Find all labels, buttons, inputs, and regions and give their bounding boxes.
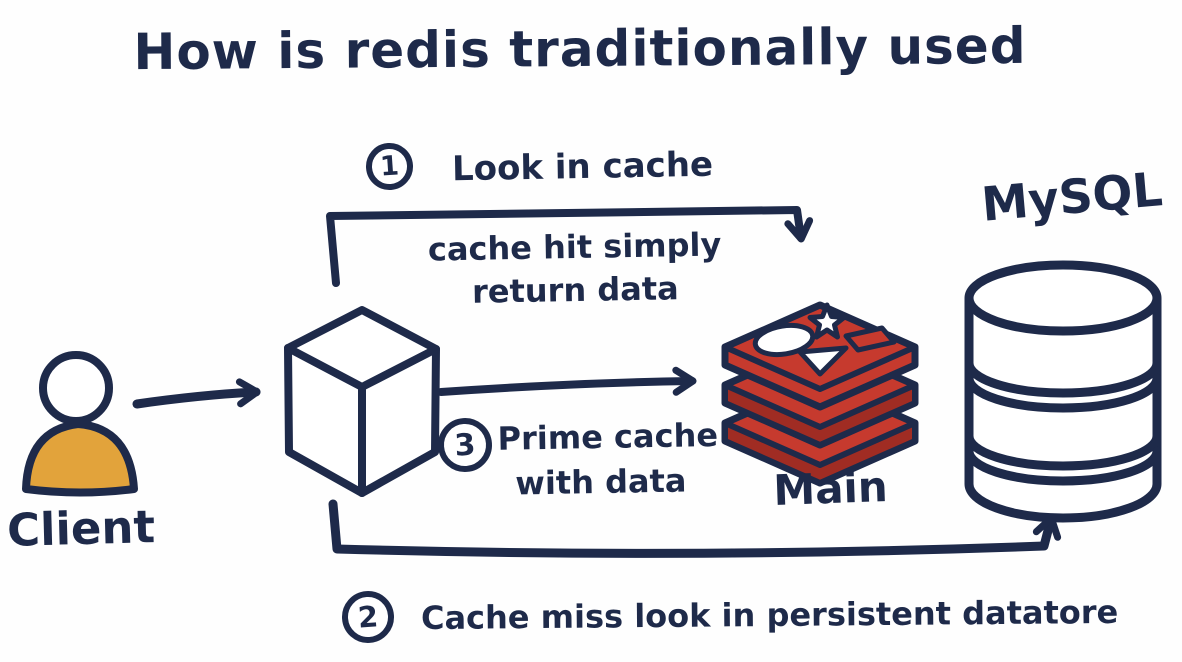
redis-icon bbox=[721, 301, 919, 487]
app-cube-icon bbox=[284, 306, 440, 497]
step-3-label-line2: with data bbox=[514, 461, 687, 503]
redis-square-shape bbox=[843, 325, 897, 353]
redis-star-shape bbox=[807, 302, 847, 340]
mysql-database-icon bbox=[964, 260, 1162, 523]
redis-ellipse-shape bbox=[752, 322, 816, 358]
step-1-label: Look in cache bbox=[451, 144, 714, 190]
step-3-label-line1: Prime cache bbox=[497, 415, 719, 458]
cache-hit-note: cache hit simply return data bbox=[424, 223, 725, 315]
cache-hit-note-line1: cache hit simply bbox=[427, 225, 722, 269]
step-1-number: 1 bbox=[379, 150, 400, 183]
arrow-prime-cache bbox=[437, 366, 697, 396]
step-3-label: Prime cache with data bbox=[497, 413, 719, 506]
redis-main-label: Main bbox=[772, 462, 889, 515]
cache-hit-note-line2: return data bbox=[471, 269, 680, 311]
arrow-cache-miss bbox=[328, 499, 1062, 558]
step-3-number: 3 bbox=[453, 426, 477, 464]
client-icon bbox=[22, 351, 138, 497]
arrow-look-in-cache bbox=[326, 206, 814, 287]
redis-triangle-shape bbox=[797, 345, 849, 377]
client-label: Client bbox=[6, 500, 156, 557]
step-2-number: 2 bbox=[356, 599, 380, 635]
arrow-client-to-app bbox=[132, 378, 261, 409]
step-2-label: Cache miss look in persistent datatore bbox=[420, 592, 1119, 638]
page-title: How is redis traditionally used bbox=[133, 16, 1027, 82]
